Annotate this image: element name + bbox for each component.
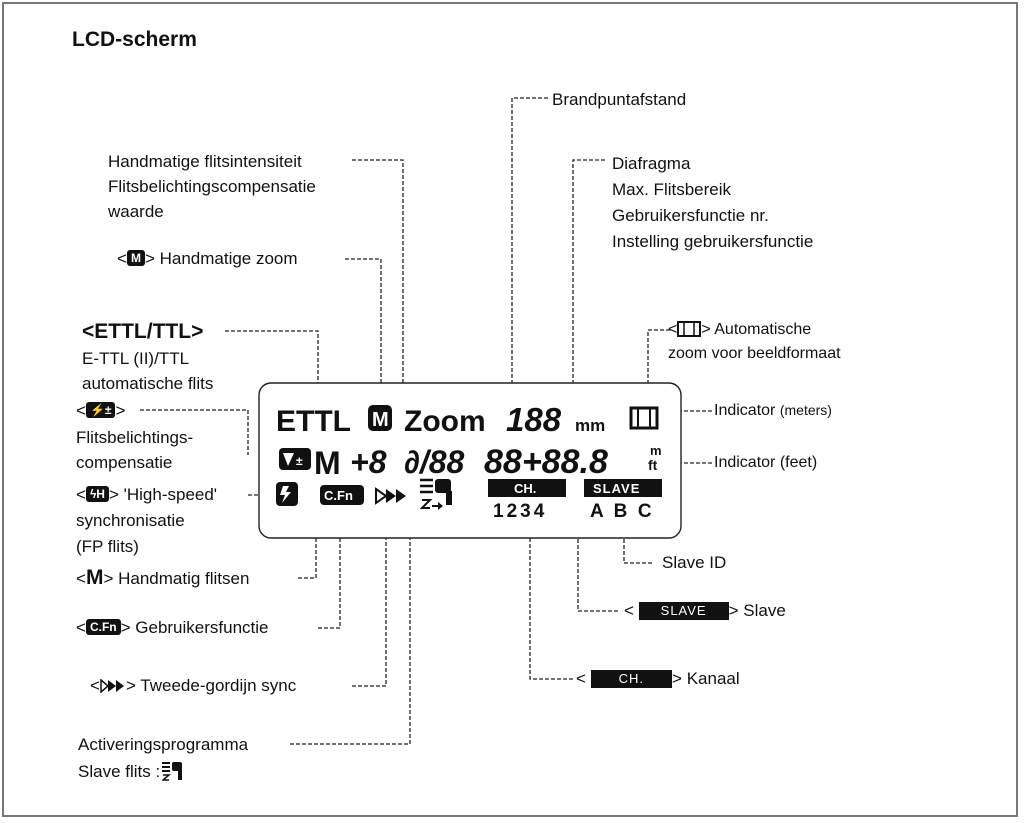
label-hs-2: synchronisatie — [76, 511, 185, 530]
cfn-badge: C.Fn — [85, 619, 121, 635]
slave-badge: SLAVE — [638, 602, 729, 620]
label-fec-2: compensatie — [76, 453, 173, 472]
label-indicator-meters: Indicator (meters) — [714, 402, 832, 419]
lcd-zoom: Zoom — [404, 405, 486, 438]
label-activeringsprogramma: Activeringsprogramma — [78, 735, 249, 754]
label-instelling-gebruikersfunctie: Instelling gebruikersfunctie — [612, 232, 814, 251]
leader-diafragma — [572, 159, 605, 445]
label-auto-zoom-2: zoom voor beeldformaat — [668, 345, 841, 362]
label-ettl-symbol: <ETTL/TTL> — [82, 320, 204, 343]
label-flitsbelichtingscompensatie: Flitsbelichtingscompensatie — [108, 177, 316, 196]
fec-badge-icon: ⚡± — [85, 402, 116, 418]
slave-flash-icon — [161, 762, 183, 781]
leader-slaveid — [623, 530, 652, 564]
ch-badge: CH. — [590, 670, 673, 688]
lcd-ettl: ETTL — [276, 405, 351, 438]
leader-fec — [140, 409, 249, 455]
label-gebruikersfunctie: <C.Fn> Gebruikersfunctie — [76, 618, 269, 637]
lcd-ch-text: CH. — [514, 481, 536, 496]
leader-second — [352, 498, 387, 687]
leader-meters — [677, 410, 712, 448]
leader-activation — [290, 500, 411, 745]
lcd-slave-text: SLAVE — [593, 481, 640, 496]
hs-badge-icon: ϟH — [85, 486, 109, 502]
label-handmatig-flitsen: <M> Handmatig flitsen — [76, 566, 250, 589]
lcd-m-box-text: M — [372, 409, 389, 431]
label-slave-id: Slave ID — [662, 553, 727, 572]
lcd-auto-zoom-icon — [629, 406, 659, 430]
lcd-m-box — [368, 405, 392, 431]
auto-zoom-icon — [677, 321, 702, 337]
label-ettl-2: automatische flits — [82, 374, 214, 393]
lcd-unit-m: m — [650, 443, 662, 458]
leader-handmatig — [352, 159, 404, 405]
lcd-slave-ids: A B C — [590, 501, 652, 522]
lcd-channels: 1234 — [493, 501, 547, 522]
label-ettl-1: E-TTL (II)/TTL — [82, 349, 190, 368]
svg-text:±: ± — [296, 454, 303, 468]
lcd-slave-box — [584, 479, 662, 497]
leader-zoom-m — [345, 258, 382, 400]
label-waarde: waarde — [108, 202, 164, 221]
label-indicator-feet: Indicator (feet) — [714, 454, 818, 471]
second-curtain-icon — [100, 678, 124, 694]
leader-autozoom — [647, 329, 670, 398]
label-diafragma: Diafragma — [612, 154, 691, 173]
label-tweede-gordijn: <> Tweede-gordijn sync — [90, 676, 297, 695]
lcd-fec-icon: ± — [279, 448, 311, 470]
lcd-ch-box — [488, 479, 566, 497]
label-fec-1: Flitsbelichtings- — [76, 428, 194, 447]
label-gebruikersfunctie-nr: Gebruikersfunctie nr. — [612, 206, 769, 225]
lcd-ap-val: 88+88.8 — [484, 443, 608, 481]
label-hs-3: (FP flits) — [76, 537, 139, 556]
lcd-frac: ∂/88 — [404, 444, 465, 480]
lcd-m-big: M — [314, 445, 341, 481]
label-brandpuntafstand: Brandpuntafstand — [552, 90, 687, 109]
label-kanaal: < CH.> Kanaal — [576, 669, 740, 688]
label-fec-symbol: <⚡±> — [76, 401, 126, 420]
lcd-cfn-box — [320, 485, 364, 505]
lcd-unit-ft: ft — [648, 457, 658, 473]
label-slave-flits: Slave flits : — [78, 760, 184, 784]
m-zoom-badge: M — [126, 250, 145, 266]
lcd-fec-val: +8 — [350, 444, 387, 480]
label-handmatige-flitsintensiteit: Handmatige flitsintensiteit — [108, 152, 302, 171]
lcd-second-curtain-icon — [375, 487, 406, 505]
lcd-hs-icon — [276, 482, 298, 506]
leader-ettl — [225, 330, 319, 400]
leader-kanaal — [529, 498, 573, 680]
label-max-flitsbereik: Max. Flitsbereik — [612, 180, 732, 199]
lcd-panel — [258, 382, 682, 539]
lcd-cfn-text: C.Fn — [324, 488, 353, 503]
label-slave: < SLAVE> Slave — [624, 601, 786, 620]
lcd-mm: mm — [575, 416, 605, 435]
label-high-speed: <ϟH> 'High-speed' — [76, 485, 218, 504]
leader-brandpunt — [511, 97, 548, 392]
lcd-zoom-digits: 188 — [506, 401, 562, 438]
lcd-slave-activation-icon — [419, 478, 452, 510]
page-title: LCD-scherm — [72, 28, 197, 51]
leader-cfn — [318, 505, 341, 629]
label-handmatige-zoom: <M> Handmatige zoom — [117, 249, 298, 268]
label-auto-zoom: <> Automatische — [668, 321, 812, 338]
